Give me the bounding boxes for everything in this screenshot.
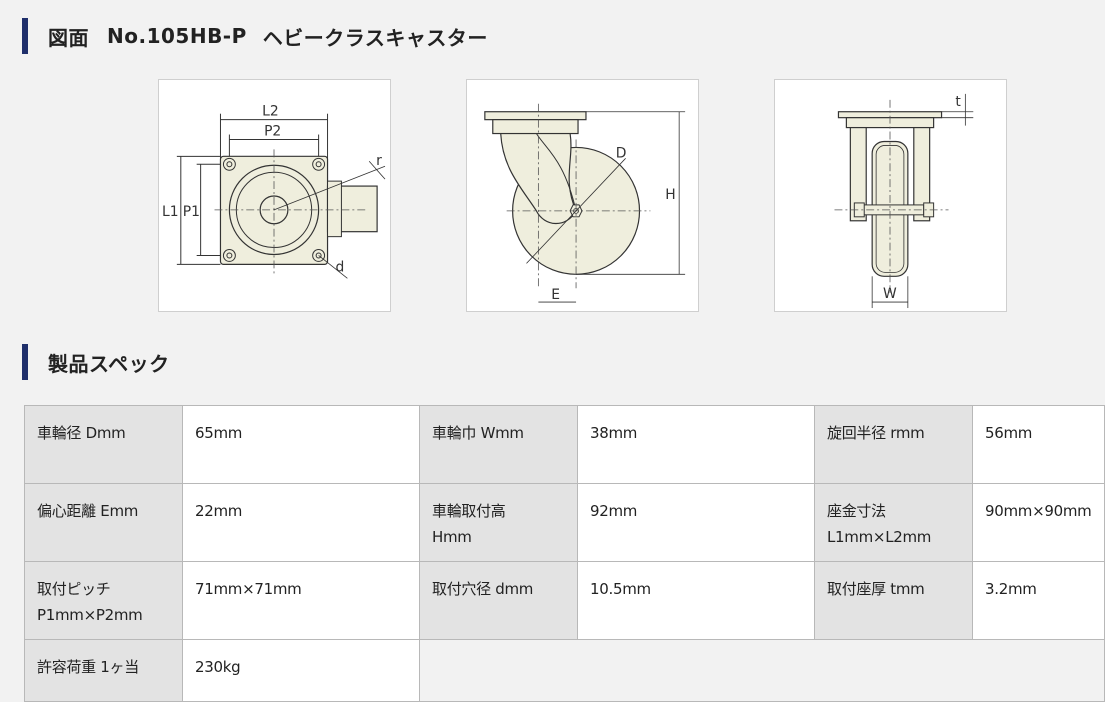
spec-label: 偏心距離 Emm: [24, 483, 183, 562]
label-l1: L1: [162, 204, 179, 220]
side-view-drawing: D H E: [466, 79, 699, 312]
spec-label: 車輪巾 Wmm: [419, 405, 578, 484]
label-height: H: [665, 187, 675, 203]
spec-value: 71mm×71mm: [182, 561, 420, 640]
top-view-svg: L2 P2 L1 P1 r d: [162, 104, 386, 279]
spec-value: 38mm: [577, 405, 815, 484]
spec-label: 旋回半径 rmm: [814, 405, 973, 484]
empty-cell: [419, 639, 1105, 702]
spec-value: 92mm: [577, 483, 815, 562]
spec-label: 取付座厚 tmm: [814, 561, 973, 640]
spec-value: 230kg: [182, 639, 420, 702]
label-offset: E: [551, 287, 560, 303]
spec-section-title: 製品スペック: [22, 344, 170, 380]
label-p2: P2: [264, 124, 281, 140]
product-name: ヘビークラスキャスター: [262, 25, 488, 50]
table-row: 許容荷重 1ヶ当 230kg: [24, 639, 1105, 702]
top-view-drawing: L2 P2 L1 P1 r d: [158, 79, 391, 312]
spec-label: 取付ピッチ P1mm×P2mm: [24, 561, 183, 640]
spec-label: 座金寸法 L1mm×L2mm: [814, 483, 973, 562]
label-width: W: [883, 286, 897, 302]
table-row: 取付ピッチ P1mm×P2mm 71mm×71mm 取付穴径 dmm 10.5m…: [24, 561, 1105, 640]
spec-value: 10.5mm: [577, 561, 815, 640]
spec-label: 取付穴径 dmm: [419, 561, 578, 640]
spec-label: 許容荷重 1ヶ当: [24, 639, 183, 702]
label-l2: L2: [262, 104, 279, 120]
spec-value: 65mm: [182, 405, 420, 484]
label-r: r: [376, 153, 382, 169]
spec-value: 56mm: [972, 405, 1105, 484]
spec-table: 車輪径 Dmm 65mm 車輪巾 Wmm 38mm 旋回半径 rmm 56mm …: [24, 405, 1105, 702]
spec-value: 3.2mm: [972, 561, 1105, 640]
label-thickness: t: [955, 94, 961, 110]
drawing-section-title: 図面 No.105HB-P ヘビークラスキャスター: [22, 18, 488, 54]
label-p1: P1: [183, 204, 200, 220]
table-row: 偏心距離 Emm 22mm 車輪取付高 Hmm 92mm 座金寸法 L1mm×L…: [24, 483, 1105, 562]
front-view-svg: t W: [834, 94, 974, 309]
spec-value: 90mm×90mm: [972, 483, 1105, 562]
spec-label: 車輪径 Dmm: [24, 405, 183, 484]
model-number: No.105HB-P: [107, 24, 247, 48]
spec-value: 22mm: [182, 483, 420, 562]
side-view-svg: D H E: [484, 103, 686, 303]
front-view-drawing: t W: [774, 79, 1007, 312]
label-d: d: [335, 259, 344, 275]
spec-label: 車輪取付高 Hmm: [419, 483, 578, 562]
label-diameter: D: [616, 145, 627, 161]
drawing-heading: 図面: [48, 25, 89, 50]
spec-heading: 製品スペック: [48, 351, 170, 376]
table-row: 車輪径 Dmm 65mm 車輪巾 Wmm 38mm 旋回半径 rmm 56mm: [24, 405, 1105, 484]
